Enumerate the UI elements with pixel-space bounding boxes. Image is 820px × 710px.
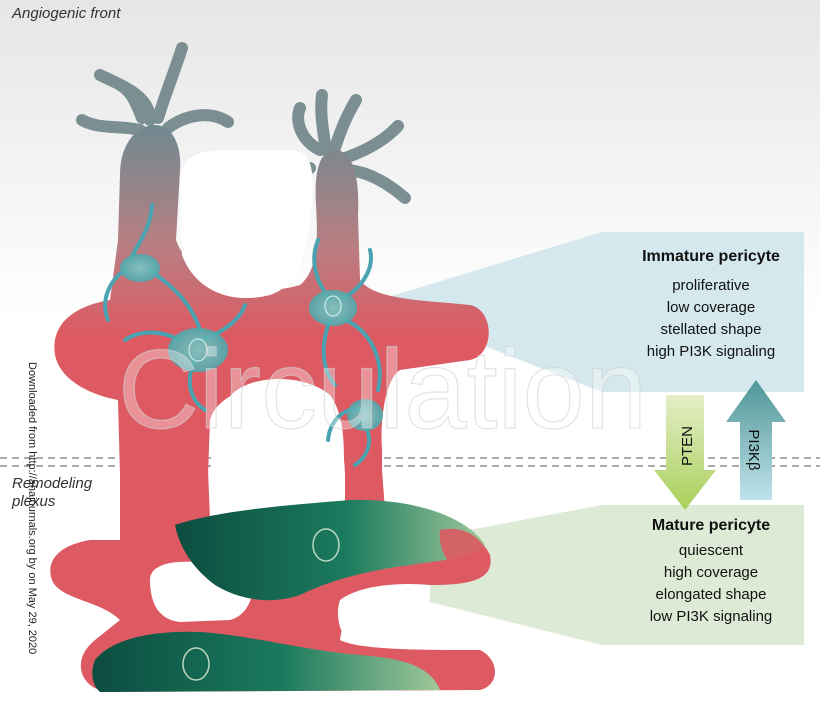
immature-pericyte-text: Immature pericyte proliferative low cove… [642,248,780,360]
angiogenic-front-label: Angiogenic front [11,5,121,22]
pten-label: PTEN [679,426,696,466]
mature-trait-4: low PI3K signaling [650,608,773,625]
mature-trait-2: high coverage [664,564,758,581]
mature-trait-3: elongated shape [656,586,767,603]
pten-arrow: PTEN [654,395,716,510]
mature-pericyte-text: Mature pericyte quiescent high coverage … [650,517,773,625]
immature-pericyte-title: Immature pericyte [642,248,780,265]
immature-trait-3: stellated shape [661,321,762,338]
immature-trait-4: high PI3K signaling [647,343,775,360]
immature-trait-1: proliferative [672,277,750,294]
immature-trait-2: low coverage [667,299,755,316]
immature-pericyte-panel [372,232,804,392]
pi3kb-label: PI3Kβ [745,429,762,471]
remodeling-plexus-label-line1: Remodeling [12,475,93,492]
download-side-text: Downloaded from http://ahajournals.org b… [26,362,38,654]
mature-pericyte-cells [92,499,489,692]
mature-pericyte-title: Mature pericyte [652,517,770,534]
mature-trait-1: quiescent [679,542,744,559]
pi3kb-arrow: PI3Kβ [726,380,786,500]
watermark: Circulation [118,327,647,452]
remodeling-plexus-label-line2: plexus [11,493,56,510]
mature-pericyte-panel [282,505,804,645]
immature-pericyte-cells [103,203,383,467]
